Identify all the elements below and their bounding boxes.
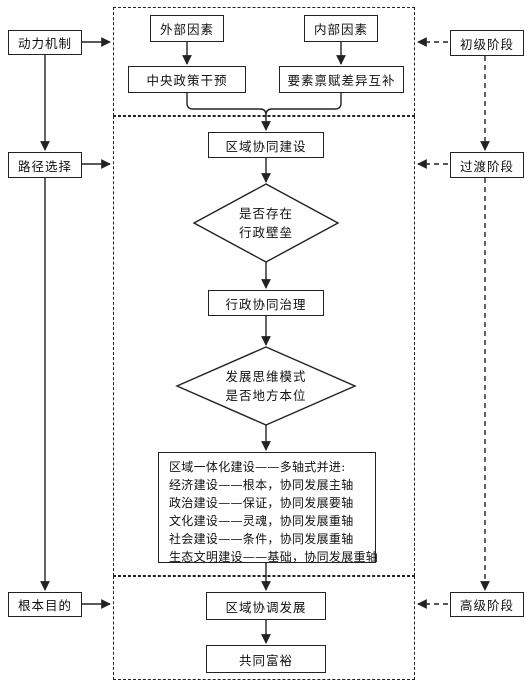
central-policy-box: 中央政策干预 <box>128 66 246 93</box>
decision1-label: 是否存在 行政壁垒 <box>216 204 316 242</box>
integration-item-society: 社会建设——条件，协同发展重轴 <box>169 532 354 546</box>
integration-item-culture: 文化建设——灵魂，协同发展重轴 <box>169 514 354 528</box>
regional-coop-box: 区域协同建设 <box>208 132 324 158</box>
advanced-stage-frame <box>113 576 415 680</box>
integration-item-ecology: 生态文明建设——基础，协同发展重轴 <box>169 550 379 564</box>
dynamics-mechanism-box: 动力机制 <box>8 30 82 55</box>
external-factors-box: 外部因素 <box>150 15 224 42</box>
coordinated-development-box: 区域协调发展 <box>206 592 326 620</box>
admin-governance-box: 行政协同治理 <box>208 290 324 316</box>
decision-local-mindset <box>175 346 357 426</box>
integration-box: 区域一体化建设——多轴式并进: 经济建设——根本，协同发展主轴 政治建设——保证… <box>158 452 379 564</box>
merge-central <box>186 93 267 116</box>
factor-endowment-box: 要素禀赋差异互补 <box>279 66 404 93</box>
decision1-line2: 行政壁垒 <box>238 225 293 240</box>
integration-item-politics: 政治建设——保证，协同发展要轴 <box>169 496 354 510</box>
decision1-line1: 是否存在 <box>238 206 293 221</box>
common-prosperity-box: 共同富裕 <box>206 645 326 673</box>
initial-stage-box: 初级阶段 <box>450 30 524 56</box>
transition-stage-frame <box>113 116 415 576</box>
transition-stage-box: 过渡阶段 <box>450 152 524 178</box>
internal-factors-box: 内部因素 <box>304 15 378 42</box>
integration-title: 区域一体化建设——多轴式并进: <box>169 460 346 474</box>
decision-admin-barrier <box>192 183 340 263</box>
path-selection-box: 路径选择 <box>8 152 82 178</box>
decision2-line2: 是否地方本位 <box>225 388 307 403</box>
integration-item-economy: 经济建设——根本，协同发展主轴 <box>169 478 354 492</box>
initial-stage-frame <box>113 7 415 116</box>
fundamental-goal-box: 根本目的 <box>8 592 82 617</box>
advanced-stage-box: 高级阶段 <box>450 592 524 617</box>
merge-factor <box>265 93 342 116</box>
decision2-line1: 发展思维模式 <box>225 369 307 384</box>
decision2-label: 发展思维模式 是否地方本位 <box>206 367 326 405</box>
